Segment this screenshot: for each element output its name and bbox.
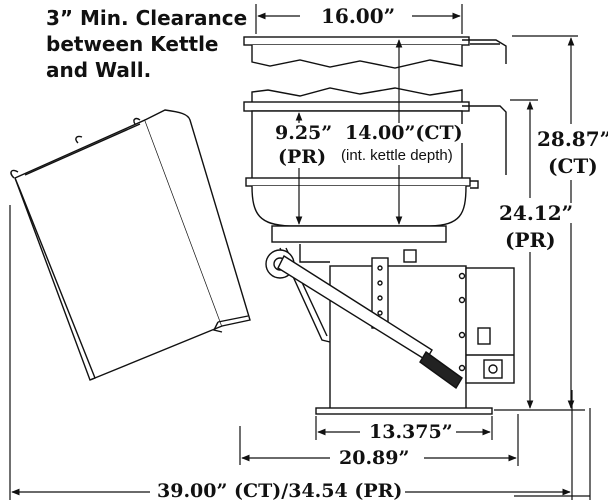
overall-width-label: 20.89” — [336, 449, 413, 468]
kettle-depth-arrows — [295, 39, 403, 225]
depth-ct-value: 14.00”(CT) — [342, 124, 466, 143]
clearance-note: 3” Min. Clearance between Kettle and Wal… — [46, 5, 247, 83]
tilted-width-label: 39.00” (CT)/34.54 (PR) — [154, 482, 406, 501]
depth-pr-value: 9.25” — [272, 124, 336, 143]
height-pr-value: 24.12” — [496, 203, 577, 223]
kettle-body — [243, 87, 507, 243]
depth-ct-note: (int. kettle depth) — [338, 147, 456, 164]
tilt-lever — [265, 249, 463, 390]
clearance-note-line-2: between Kettle — [46, 32, 219, 56]
top-width-label: 16.00” — [318, 6, 399, 26]
upper-kettle-rim — [243, 36, 507, 69]
tilted-kettle — [10, 109, 251, 381]
clearance-note-line-3: and Wall. — [46, 58, 152, 82]
base-width-label: 13.375” — [366, 423, 456, 442]
height-ct-tag: (CT) — [545, 156, 601, 176]
depth-pr-tag: (PR) — [275, 148, 330, 167]
height-ct-value: 28.87” — [534, 129, 608, 149]
clearance-note-line-1: 3” Min. Clearance — [46, 6, 248, 30]
kettle-stand — [279, 244, 515, 415]
height-pr-tag: (PR) — [502, 230, 559, 250]
